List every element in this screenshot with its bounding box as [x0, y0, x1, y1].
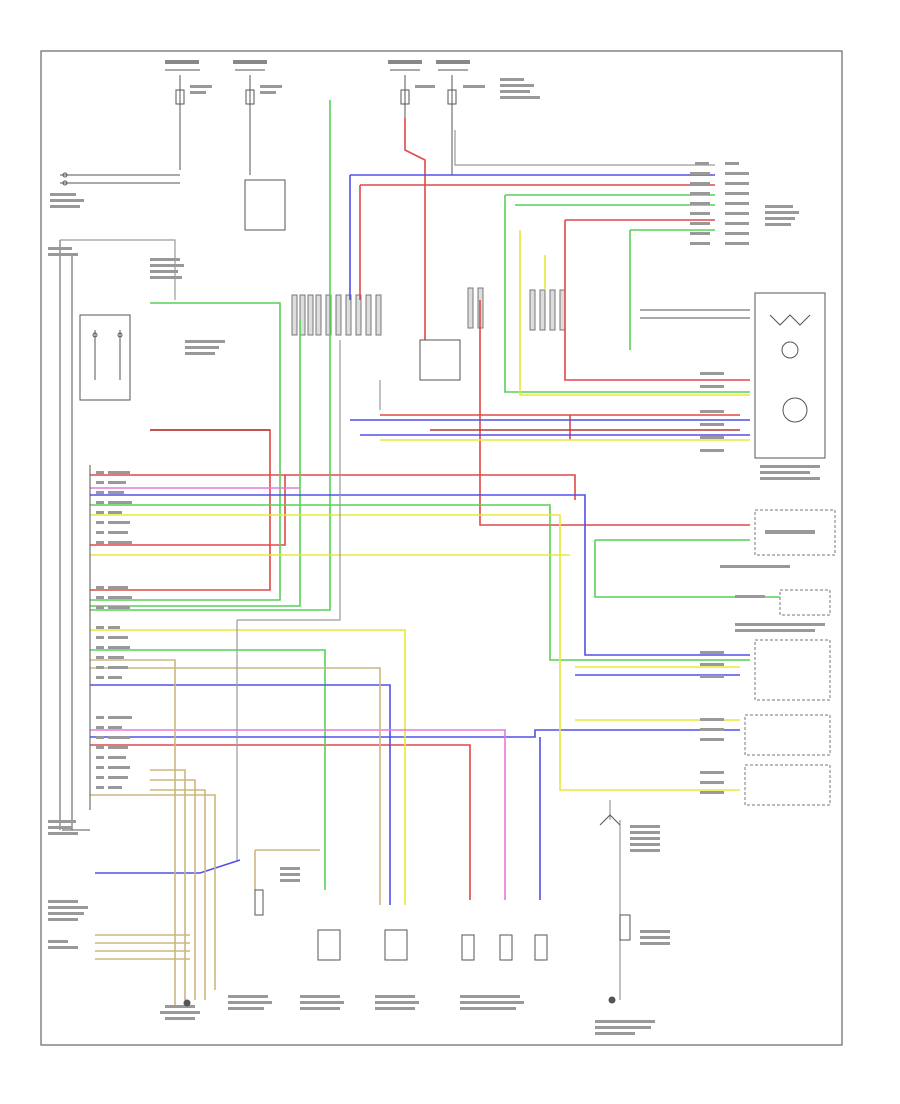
- tan-wires: [90, 659, 381, 1005]
- ecm-relay-left: [59, 240, 131, 830]
- yellow-wires: [90, 230, 750, 905]
- green-wires: [90, 100, 780, 890]
- ground-symbol: [183, 996, 616, 1007]
- diagram-border: [40, 50, 843, 1046]
- shift-switch-box-1: [744, 714, 831, 756]
- relay-box-top: [244, 179, 286, 231]
- right-pin-labels: [690, 162, 825, 794]
- gray-wires: [60, 130, 715, 1000]
- top-left-switch: [60, 172, 180, 186]
- fuse-labels: [165, 60, 540, 99]
- small-box-right: [779, 589, 831, 616]
- ecm-lines: [62, 309, 750, 831]
- speedometer-box: [754, 509, 836, 556]
- pink-wires: [90, 487, 506, 900]
- actuator-internals: [769, 314, 811, 423]
- shift-switch-box-2: [744, 764, 831, 806]
- power-feeds: [165, 69, 468, 175]
- red-wires: [90, 118, 750, 900]
- bottom-components: [254, 814, 631, 961]
- connector-stubs: [291, 287, 566, 336]
- actuator-box: [754, 292, 826, 459]
- bottom-labels: [48, 825, 670, 1035]
- cruise-switch-box: [754, 639, 831, 701]
- blue-wires: [90, 174, 750, 905]
- ecm-pin-labels: [48, 471, 132, 835]
